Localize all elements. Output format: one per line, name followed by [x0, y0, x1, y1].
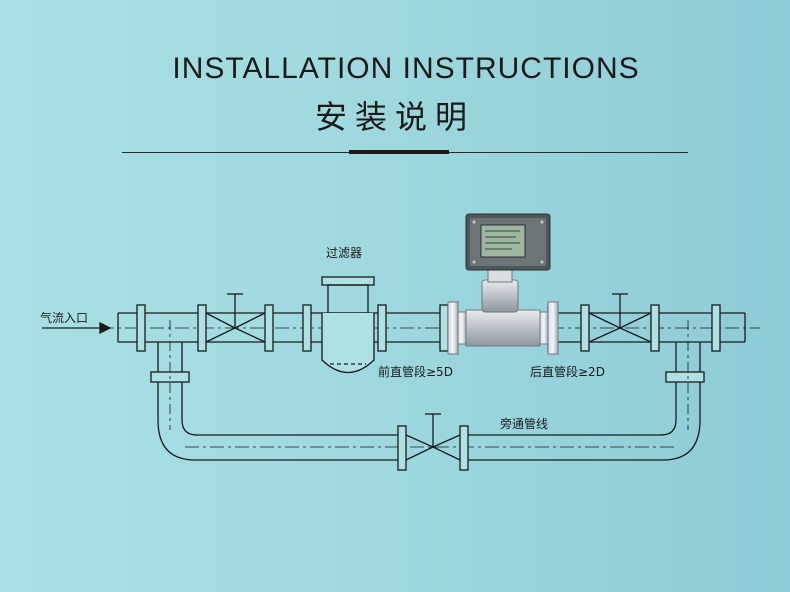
- upstream-straight-pipe-label: 前直管段≥5D: [378, 364, 453, 379]
- turbine-flowmeter: [447, 213, 559, 355]
- title-divider-accent: [349, 150, 449, 154]
- bypass-line-label: 旁通管线: [500, 416, 548, 431]
- meter-display: [480, 224, 526, 258]
- inlet-arrow-icon: [42, 321, 112, 335]
- inlet-valve: [205, 293, 266, 343]
- bypass-pipe: [185, 413, 675, 471]
- downstream-straight-pipe-label: 后直管段≥2D: [530, 364, 605, 379]
- filter-body: [321, 276, 375, 373]
- page-title-cn: 安装说明: [314, 98, 475, 136]
- filter-label: 过滤器: [326, 246, 362, 260]
- bypass-left-branch: [150, 320, 198, 461]
- main-pipe: [100, 312, 760, 343]
- page-title-en: INSTALLATION INSTRUCTIONS: [172, 52, 640, 85]
- inlet-label: 气流入口: [40, 310, 88, 325]
- outlet-valve: [588, 293, 652, 343]
- bypass-right-branch: [660, 320, 705, 461]
